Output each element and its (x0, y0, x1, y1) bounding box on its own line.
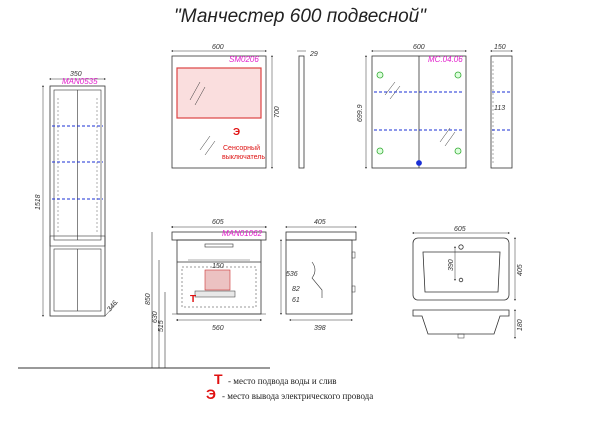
sink-top-drawing (412, 237, 510, 301)
sensor-mark-e: Э (233, 127, 240, 138)
column-drawing (49, 85, 106, 317)
mirror-code: SM0206 (229, 55, 259, 64)
sink-depth-label: 405 (517, 264, 524, 276)
vanity-depth-label: 405 (314, 219, 326, 226)
cabinet-depth-label: 150 (494, 44, 506, 51)
mirror-depth-label: 29 (309, 51, 318, 58)
sink-width-label: 605 (454, 226, 466, 233)
vanity-side-dimension-lines (280, 226, 357, 321)
column-depth-label: 346 (106, 300, 119, 314)
column-width-label: 350 (70, 71, 82, 78)
cabinet-code: MC.04.06 (428, 55, 463, 64)
vanity-height-630: 630 (152, 311, 159, 323)
sensor-note-line2: выключатель (222, 154, 265, 161)
vanity-front-drawing (171, 231, 267, 315)
cabinet-shelves (374, 91, 464, 131)
legend-water-text: - место подвода воды и слив (228, 376, 337, 386)
vanity-side-82-label: 82 (292, 286, 300, 293)
vanity-side-height-label: 536 (286, 271, 298, 278)
sensor-note-line1: Сенсорный (223, 144, 260, 152)
vanity-height-850: 850 (145, 293, 152, 305)
vanity-side-drawing (285, 231, 357, 315)
column-code: MAN0535 (62, 77, 98, 86)
mirror-drawing (171, 55, 267, 169)
column-dimension-lines (42, 78, 119, 317)
page-title: "Манчестер 600 подвесной" (174, 6, 426, 27)
vanity-side-61-label: 61 (292, 297, 300, 304)
legend-electric-symbol: Э (206, 386, 216, 402)
vanity-width-label: 605 (212, 219, 224, 226)
legend-water-symbol: Т (214, 371, 223, 387)
sink-front-profile (412, 309, 510, 339)
mirror-dimension-lines (171, 50, 306, 169)
vanity-code: MAN01062 (222, 229, 263, 238)
vanity-height-515: 515 (158, 320, 165, 332)
vanity-inner-width-label: 560 (212, 325, 224, 332)
mirror-height-label: 700 (274, 106, 281, 118)
cabinet-drawing (371, 55, 467, 169)
column-shelves (52, 125, 103, 200)
sink-top-dimension-lines (412, 232, 516, 301)
sink-height-label: 180 (517, 319, 524, 331)
cabinet-width-label: 600 (413, 44, 425, 51)
mirror-side-profile (298, 55, 305, 169)
vanity-water-mark: Т (190, 294, 196, 305)
vanity-wall-and-floor (18, 225, 270, 369)
sink-390-label: 390 (448, 259, 455, 271)
cabinet-height-label: 699.9 (357, 104, 364, 122)
column-height-label: 1518 (35, 194, 42, 210)
cabinet-side-profile (490, 55, 513, 169)
cabinet-dimension-lines (365, 50, 513, 169)
vanity-tap-label: 150 (212, 263, 224, 270)
vanity-side-398-label: 398 (314, 325, 326, 332)
legend-electric-text: - место вывода электрического провода (222, 391, 373, 401)
mirror-width-label: 600 (212, 44, 224, 51)
cabinet-side-shelves (492, 91, 511, 131)
cabinet-shelf-label: 113 (494, 105, 505, 112)
